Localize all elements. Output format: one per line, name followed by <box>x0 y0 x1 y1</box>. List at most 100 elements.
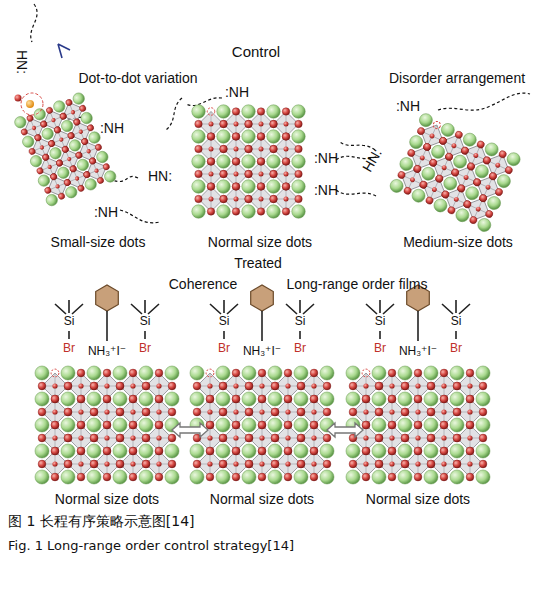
b-site-atom <box>441 435 446 440</box>
halide-atom <box>77 395 85 403</box>
halide-atom <box>479 382 487 390</box>
b-site-atom <box>104 461 109 466</box>
halide-atom <box>195 170 203 178</box>
halide-atom <box>64 408 72 416</box>
halide-atom <box>440 369 448 377</box>
halide-atom <box>129 395 137 403</box>
halide-atom <box>297 460 305 468</box>
b-site-atom <box>419 155 425 161</box>
a-site-cation <box>267 130 281 144</box>
b-site-atom <box>156 435 161 440</box>
halide-atom <box>479 408 487 416</box>
b-site-atom <box>284 122 289 127</box>
octahedron-edge <box>472 171 504 203</box>
a-site-cation <box>505 151 522 168</box>
b-site-atom <box>52 383 57 388</box>
halide-atom <box>245 460 253 468</box>
halide-atom <box>59 112 67 120</box>
halide-atom <box>362 395 370 403</box>
dot-label: Small-size dots <box>51 234 146 250</box>
halide-atom <box>245 145 253 153</box>
b-site-atom <box>156 461 161 466</box>
halide-atom <box>103 421 111 429</box>
halide-atom <box>258 369 266 377</box>
halide-atom <box>232 108 240 116</box>
halide-atom <box>414 395 422 403</box>
b-site-atom <box>259 197 264 202</box>
halide-atom <box>422 142 432 152</box>
trimethylsilyl-bonds <box>442 300 470 339</box>
a-site-cation <box>29 154 44 169</box>
halide-atom <box>220 120 228 128</box>
a-site-cation <box>217 130 231 144</box>
a-site-cation <box>165 470 179 484</box>
halide-atom <box>414 447 422 455</box>
a-site-cation <box>461 131 478 148</box>
halide-atom <box>401 382 409 390</box>
halide-atom <box>155 473 163 481</box>
b-site-atom <box>233 409 238 414</box>
a-site-cation <box>454 207 471 224</box>
a-site-cation <box>139 418 153 432</box>
octahedron-edge <box>428 152 460 184</box>
halide-atom <box>498 150 508 160</box>
a-site-cation <box>450 366 464 380</box>
halide-atom <box>257 158 265 166</box>
a-site-cation <box>432 197 449 214</box>
double-arrow <box>172 423 363 437</box>
a-site-cation <box>165 392 179 406</box>
b-site-atom <box>55 184 60 189</box>
a-site-cation <box>346 470 360 484</box>
a-site-cation <box>192 180 206 194</box>
halide-atom <box>207 208 215 216</box>
halide-atom <box>466 395 474 403</box>
halide-atom <box>207 183 215 191</box>
octahedron-edge <box>416 120 448 152</box>
halide-atom <box>220 195 228 203</box>
a-site-cation <box>242 105 256 119</box>
halide-atom <box>427 460 435 468</box>
b-site-atom <box>495 162 501 168</box>
halide-atom <box>427 408 435 416</box>
halide-atom <box>466 162 476 172</box>
halide-atom <box>428 158 438 168</box>
halide-atom <box>61 145 69 153</box>
lattice <box>190 366 334 484</box>
halide-atom <box>466 447 474 455</box>
halide-atom <box>375 382 383 390</box>
halide-atom <box>38 460 46 468</box>
halide-atom <box>38 434 46 442</box>
a-site-cation <box>95 150 110 165</box>
trimethylsilyl-bonds <box>210 300 238 339</box>
label: Dot-to-dot variation <box>78 70 197 86</box>
halide-atom <box>258 421 266 429</box>
b-site-atom <box>74 176 79 181</box>
halide-atom <box>155 395 163 403</box>
octahedron <box>416 120 448 152</box>
a-site-cation <box>292 105 306 119</box>
halide-atom <box>155 447 163 455</box>
b-site-atom <box>284 172 289 177</box>
halide-atom <box>270 145 278 153</box>
a-site-cation <box>113 418 127 432</box>
a-site-cation <box>113 366 127 380</box>
halide-atom <box>81 137 89 145</box>
b-site-atom <box>52 409 57 414</box>
a-site-cation <box>372 470 386 484</box>
a-site-cation <box>424 418 438 432</box>
halide-atom <box>53 126 61 134</box>
halide-atom <box>282 133 290 141</box>
a-site-cation <box>190 392 204 406</box>
halide-atom <box>297 408 305 416</box>
a-site-cation <box>424 444 438 458</box>
halide-atom <box>90 460 98 468</box>
a-site-cation <box>75 157 90 172</box>
halide-atom <box>245 145 253 153</box>
halide-atom <box>90 434 98 442</box>
a-site-cation <box>242 180 256 194</box>
b-site-atom <box>233 435 238 440</box>
halide-atom <box>257 183 265 191</box>
halide-atom <box>64 460 72 468</box>
halide-atom <box>362 421 370 429</box>
halide-atom <box>206 447 214 455</box>
